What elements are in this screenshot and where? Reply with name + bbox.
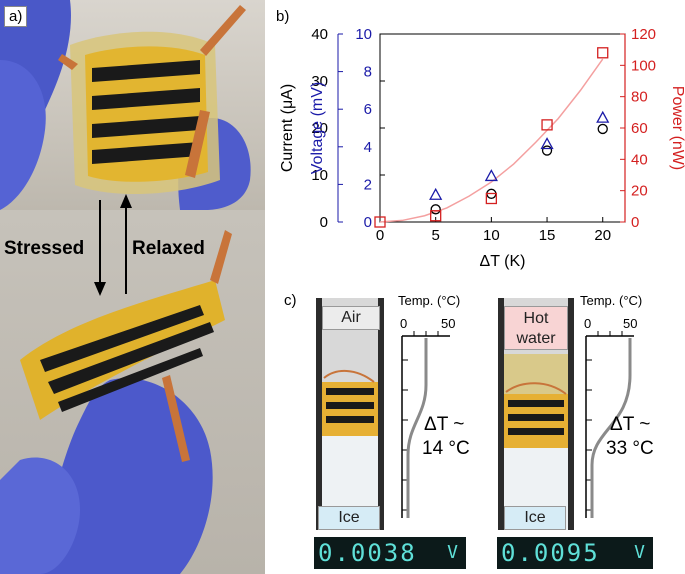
voltmeter-readout-left: 0.0038 V (314, 537, 466, 569)
power-tick-label: 60 (631, 120, 648, 137)
voltage-tick-label: 10 (355, 26, 372, 43)
up-arrow-icon (120, 194, 132, 208)
temp-tick-0-right: 0 (584, 316, 592, 331)
panel-b-label: b) (276, 8, 290, 25)
stress-arrows (94, 194, 132, 296)
stressed-label: Stressed (4, 238, 85, 259)
temp-profile-left (401, 331, 450, 518)
readout-unit-left: V (447, 542, 460, 563)
current-point (597, 123, 608, 135)
x-tick-label: 10 (483, 227, 500, 244)
device-photo-stressed (0, 210, 265, 574)
current-tick-label: 40 (311, 26, 328, 43)
current-tick-label: 0 (320, 214, 328, 231)
power-fit-line (379, 58, 604, 223)
voltage-tick-label: 6 (364, 101, 372, 118)
power-point (597, 47, 609, 59)
device-stressed-illustration (0, 230, 232, 574)
temp-tick-0-left: 0 (400, 316, 408, 331)
current-tick-label: 10 (311, 167, 328, 184)
readout-value-right: 0.0095 (501, 539, 600, 567)
x-tick-label: 20 (594, 227, 611, 244)
voltage-point (596, 110, 610, 123)
delta-left-line1: ΔT ~ (424, 414, 465, 435)
readout-value-left: 0.0038 (318, 539, 417, 567)
hot-water-label: Hot water (504, 306, 568, 350)
power-tick-label: 0 (631, 214, 639, 231)
voltage-tick-label: 0 (364, 214, 372, 231)
x-tick-label: 5 (432, 227, 440, 244)
down-arrow-icon (94, 282, 106, 296)
power-point (430, 210, 442, 222)
tube-air-illustration (322, 298, 378, 530)
x-tick-label: 0 (376, 227, 384, 244)
voltage-axis-label: Voltage (mV) (309, 82, 326, 174)
power-tick-label: 80 (631, 89, 648, 106)
power-axis-label: Power (nW) (669, 86, 685, 170)
ice-label-right: Ice (504, 506, 566, 530)
voltmeter-readout-right: 0.0095 V (497, 537, 653, 569)
delta-right-line2: 33 °C (606, 438, 654, 459)
x-axis-label: ΔT (K) (480, 253, 526, 270)
ice-label-left: Ice (318, 506, 380, 530)
power-tick-label: 100 (631, 57, 656, 74)
voltage-point (484, 169, 498, 182)
relaxed-label: Relaxed (132, 238, 205, 259)
current-tick-label: 20 (311, 120, 328, 137)
voltage-tick-label: 4 (364, 139, 372, 156)
panel-c-label: c) (284, 292, 297, 309)
current-point (430, 204, 441, 215)
plot-frame (379, 33, 626, 223)
current-tick-label: 30 (311, 73, 328, 90)
current-point (541, 145, 553, 156)
power-tick-label: 20 (631, 183, 648, 200)
voltage-point (429, 187, 443, 200)
temp-tick-50-right: 50 (623, 316, 638, 331)
current-axis-label: Current (μA) (279, 84, 296, 172)
power-point (374, 216, 386, 228)
power-point (541, 119, 553, 131)
power-tick-label: 120 (631, 26, 656, 43)
air-label: Air (322, 306, 380, 330)
delta-right-line1: ΔT ~ (610, 414, 651, 435)
readout-unit-right: V (634, 542, 647, 563)
tube-photo-air (316, 298, 384, 530)
temp-profile-right (585, 331, 634, 518)
voltage-tick-label: 2 (364, 176, 372, 193)
device-photo-relaxed (0, 0, 265, 210)
delta-left-line2: 14 °C (422, 438, 470, 459)
panel-a-label: a) (4, 6, 28, 27)
power-tick-label: 40 (631, 151, 648, 168)
temp-title-right: Temp. (°C) (580, 293, 643, 308)
voltage-tick-label: 8 (364, 64, 372, 81)
temp-tick-50-left: 50 (441, 316, 456, 331)
power-point (485, 192, 498, 205)
voltage-point (540, 137, 554, 150)
device-relaxed-illustration (0, 0, 251, 210)
temp-title-left: Temp. (°C) (398, 293, 461, 308)
x-tick-label: 15 (539, 227, 556, 244)
